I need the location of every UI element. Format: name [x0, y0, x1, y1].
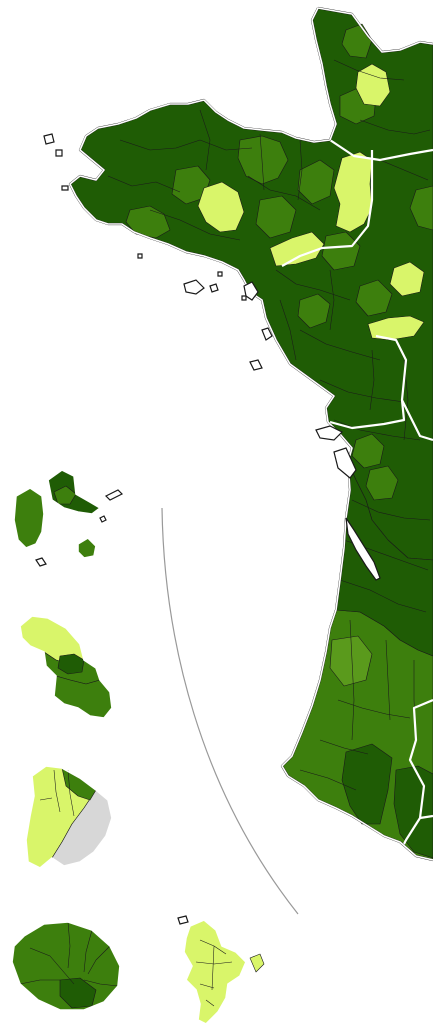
mayotte-petite-terre	[249, 953, 265, 973]
island-sein	[61, 185, 69, 191]
overseas-separator-arc	[161, 507, 299, 915]
mayotte-internal-borders	[195, 939, 233, 1007]
reunion-internal-borders	[19, 921, 119, 987]
patch-medium-3	[125, 205, 171, 239]
guadeloupe-outline	[13, 469, 101, 559]
patch-medium-6	[321, 231, 361, 271]
island-aix	[261, 327, 273, 341]
patch-medium-9	[297, 293, 331, 329]
guyane-map	[25, 765, 113, 869]
mayotte-outline	[183, 919, 247, 1025]
guadeloupe-petite-terre	[99, 515, 107, 523]
reunion-map	[11, 921, 121, 1011]
mayotte-islet-north	[177, 915, 189, 925]
patch-medium-4	[297, 159, 335, 205]
patch-mid-south-1	[329, 635, 373, 687]
guadeloupe-la-desirade	[104, 489, 124, 501]
patch-dark-south-2	[393, 765, 433, 859]
patch-light-5	[389, 261, 425, 297]
island-belle-ile	[183, 279, 205, 295]
guadeloupe-grande-terre-patch	[53, 485, 77, 505]
patch-light-4	[269, 231, 325, 267]
martinique-map	[19, 615, 113, 719]
martinique-east-patch	[57, 653, 85, 675]
patch-light-6	[367, 315, 425, 341]
patch-medium-11	[351, 433, 385, 469]
guyane-internal-borders	[39, 769, 75, 817]
martinique-outline	[19, 615, 113, 719]
island-groix	[209, 283, 219, 293]
region-borders	[281, 139, 433, 853]
mayotte-map	[177, 915, 265, 1025]
commune-borders	[107, 59, 431, 791]
patch-medium-12	[365, 465, 399, 501]
patch-medium-10	[355, 279, 393, 317]
reunion-outline	[11, 921, 121, 1011]
island-re	[315, 425, 344, 441]
patch-medium-5	[255, 195, 297, 239]
patch-light-1	[355, 63, 391, 107]
island-ushant	[43, 133, 55, 145]
island-noirmoutier	[243, 281, 259, 301]
patch-light-2	[197, 181, 245, 233]
island-houat	[217, 271, 223, 277]
guadeloupe-les-saintes	[35, 557, 47, 567]
guyane-outline	[25, 765, 113, 869]
mainland-map	[43, 6, 433, 862]
island-glenan	[137, 253, 143, 259]
patch-dark-south-1	[341, 743, 393, 825]
island-molene	[55, 149, 63, 157]
mayotte-grande-terre	[183, 919, 247, 1025]
gironde-estuary	[345, 517, 381, 581]
guadeloupe-map	[13, 469, 124, 567]
island-chausey	[241, 295, 247, 301]
island-oleron	[333, 447, 357, 479]
island-yeu	[249, 359, 263, 371]
patch-medium-13	[409, 185, 433, 231]
mainland-coastline-halo	[69, 7, 433, 861]
